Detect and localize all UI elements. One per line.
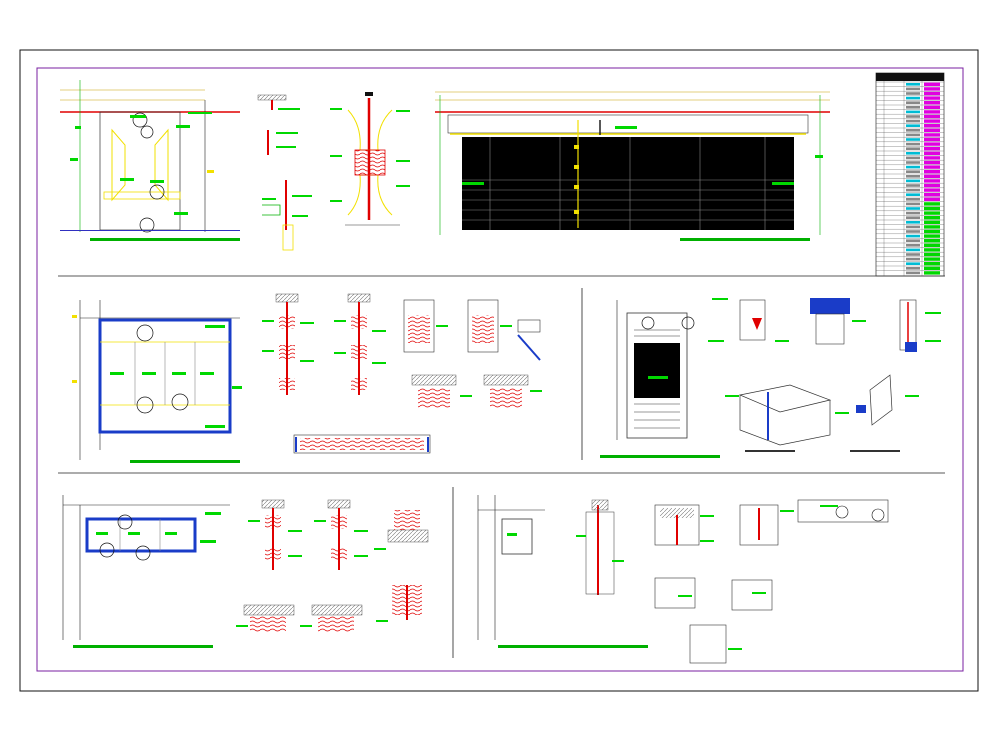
circle-callout-icon xyxy=(132,112,148,128)
jamb-section-detail xyxy=(330,92,410,226)
glass-panel xyxy=(634,343,680,398)
circle-callout-icon xyxy=(136,396,154,414)
circle-callout-icon xyxy=(117,514,133,530)
glazed-elevation-large xyxy=(435,91,830,241)
specification-table xyxy=(875,72,945,277)
door-elevation-and-details-row3 xyxy=(477,495,889,664)
elevation-1 xyxy=(60,80,240,241)
outer-frame xyxy=(19,49,979,692)
detail-sections-row2 xyxy=(262,293,542,454)
circle-callout-icon xyxy=(140,125,154,139)
elevation-2 xyxy=(72,300,242,463)
circle-callout-icon xyxy=(139,217,155,233)
circle-callout-icon xyxy=(171,393,189,411)
circle-callout-icon xyxy=(135,545,151,561)
circle-callout-icon xyxy=(871,508,885,522)
door-elevation-and-3d-details xyxy=(600,298,941,458)
circle-callout-icon xyxy=(136,324,154,342)
glass-panel xyxy=(462,137,794,230)
detail-sections-row3-left xyxy=(236,499,429,632)
small-sections-1 xyxy=(257,94,312,251)
circle-callout-icon xyxy=(835,505,849,519)
circle-callout-icon xyxy=(641,316,655,330)
circle-callout-icon xyxy=(99,542,115,558)
inner-frame xyxy=(36,67,964,672)
circle-callout-icon xyxy=(149,184,165,200)
elevation-3 xyxy=(62,495,230,648)
circle-callout-icon xyxy=(681,316,695,330)
